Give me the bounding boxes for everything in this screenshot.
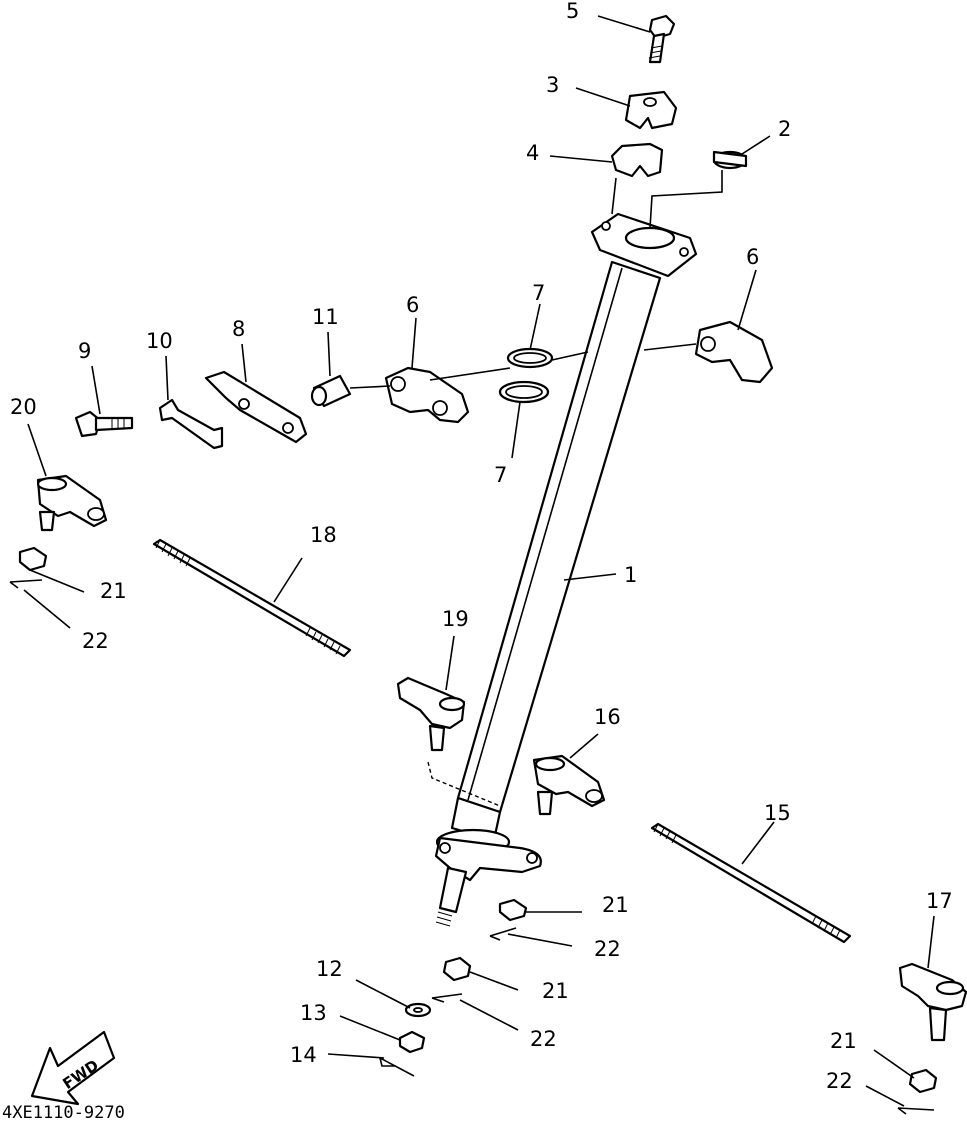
cotter-pin-22: [431, 993, 463, 1003]
cotter-pin-14: [379, 1057, 415, 1077]
callout-22: 22: [826, 1069, 853, 1093]
callout-17: 17: [926, 889, 953, 913]
callout-20: 20: [10, 395, 37, 419]
rod-end-19: [396, 676, 466, 752]
callout-22: 22: [530, 1027, 557, 1051]
nut-21: [442, 956, 472, 982]
bolt-9: [74, 410, 134, 438]
shaft-holder-upper: [624, 90, 678, 130]
circlip-upper: [506, 347, 589, 369]
callout-15: 15: [764, 801, 791, 825]
collar: [310, 374, 391, 408]
cotter-pin-22: [489, 927, 517, 941]
nut-13: [398, 1030, 426, 1054]
callout-6: 6: [746, 245, 759, 269]
bolt-5: [648, 14, 676, 64]
rod-end-20: [36, 474, 108, 532]
washer-12: [404, 1002, 432, 1018]
callout-9: 9: [78, 339, 91, 363]
cotter-pin-22: [897, 1107, 935, 1115]
callout-22: 22: [594, 937, 621, 961]
lower-threads: [435, 911, 453, 927]
nut-21: [498, 898, 528, 922]
cap: [649, 150, 748, 229]
callout-12: 12: [316, 957, 343, 981]
shaft-holder-lower: [610, 142, 664, 215]
leader-lines: [23, 15, 935, 1107]
callout-16: 16: [594, 705, 621, 729]
callout-21: 21: [542, 979, 569, 1003]
bushing-holder-right: [643, 320, 774, 384]
callout-7: 7: [532, 281, 545, 305]
callout-4: 4: [526, 141, 539, 165]
callout-10: 10: [146, 329, 173, 353]
callout-3: 3: [546, 73, 559, 97]
cotter-pin-22: [9, 579, 43, 589]
callout-1: 1: [624, 563, 637, 587]
rod-end-16: [532, 754, 606, 816]
rod-end-17: [898, 962, 967, 1042]
callout-7: 7: [494, 463, 507, 487]
nut-21: [908, 1068, 938, 1094]
callout-18: 18: [310, 523, 337, 547]
tie-rod-18: [152, 538, 352, 658]
fwd-arrow: FWD: [30, 1030, 116, 1106]
steering-shaft: [427, 212, 698, 927]
callout-5: 5: [566, 0, 579, 23]
lock-washer: [158, 398, 224, 450]
bushing-holder-left: [384, 366, 511, 424]
nut-21: [18, 546, 48, 572]
diagram-code: 4XE1110-9270: [2, 1103, 125, 1122]
callout-8: 8: [232, 317, 245, 341]
callout-6: 6: [406, 293, 419, 317]
callout-11: 11: [312, 305, 339, 329]
plate: [204, 370, 308, 444]
callouts: 5 3 4 2 6 6 7 7 8 11 10 9 20 18 1 21 22 …: [10, 0, 953, 1093]
callout-19: 19: [442, 607, 469, 631]
callout-2: 2: [778, 117, 791, 141]
callout-13: 13: [300, 1001, 327, 1025]
circlip-lower: [498, 380, 550, 404]
callout-21: 21: [602, 893, 629, 917]
tie-rod-15: [650, 822, 852, 944]
callout-21: 21: [100, 579, 127, 603]
callout-21: 21: [830, 1029, 857, 1053]
callout-22: 22: [82, 629, 109, 653]
callout-14: 14: [290, 1043, 317, 1067]
